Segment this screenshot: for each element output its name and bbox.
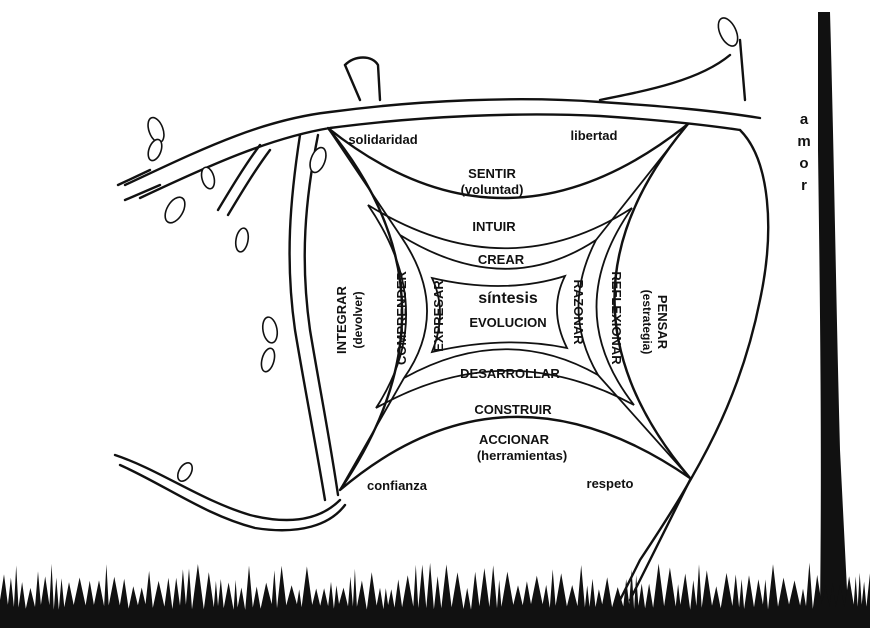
outer-label-top-sub: (voluntad): [461, 182, 524, 197]
side-word-letter-2: m: [797, 133, 810, 150]
corner-label-bottom-left: confianza: [367, 478, 428, 493]
outer-label-bottom-sub: (herramientas): [477, 448, 567, 463]
corner-label-top-left: solidaridad: [348, 132, 417, 147]
inner-label-top: CREAR: [478, 252, 525, 267]
outer-label-top: SENTIR: [468, 166, 516, 181]
middle-label-bottom: CONSTRUIR: [474, 402, 552, 417]
outer-label-right: PENSAR: [655, 295, 670, 350]
corner-label-bottom-right: respeto: [587, 476, 634, 491]
leaves: [145, 15, 742, 484]
inner-label-bottom: DESARROLLAR: [460, 366, 560, 381]
side-word-letter-1: a: [800, 111, 809, 128]
corner-label-top-right: libertad: [571, 128, 618, 143]
grass: [0, 563, 870, 628]
core-frame: [432, 276, 567, 352]
side-word-letter-4: r: [801, 177, 807, 194]
outer-label-right-sub: (estrategia): [640, 290, 654, 355]
middle-label-top: INTUIR: [472, 219, 516, 234]
inner-label-left: EXPRESAR: [431, 280, 446, 352]
core-label-2: EVOLUCION: [469, 315, 546, 330]
inner-label-right: RAZONAR: [571, 280, 586, 346]
middle-label-right: REFLEXIONAR: [609, 271, 624, 365]
outer-label-left: INTEGRAR: [334, 285, 349, 354]
outer-label-bottom: ACCIONAR: [479, 432, 550, 447]
grass-blades: [0, 563, 870, 628]
middle-label-left: COMPRENDER: [394, 270, 409, 365]
core-label-1: síntesis: [478, 290, 538, 307]
side-word-letter-3: o: [799, 155, 808, 172]
outer-label-left-sub: (devolver): [351, 291, 365, 348]
tree-branches: [115, 12, 848, 610]
